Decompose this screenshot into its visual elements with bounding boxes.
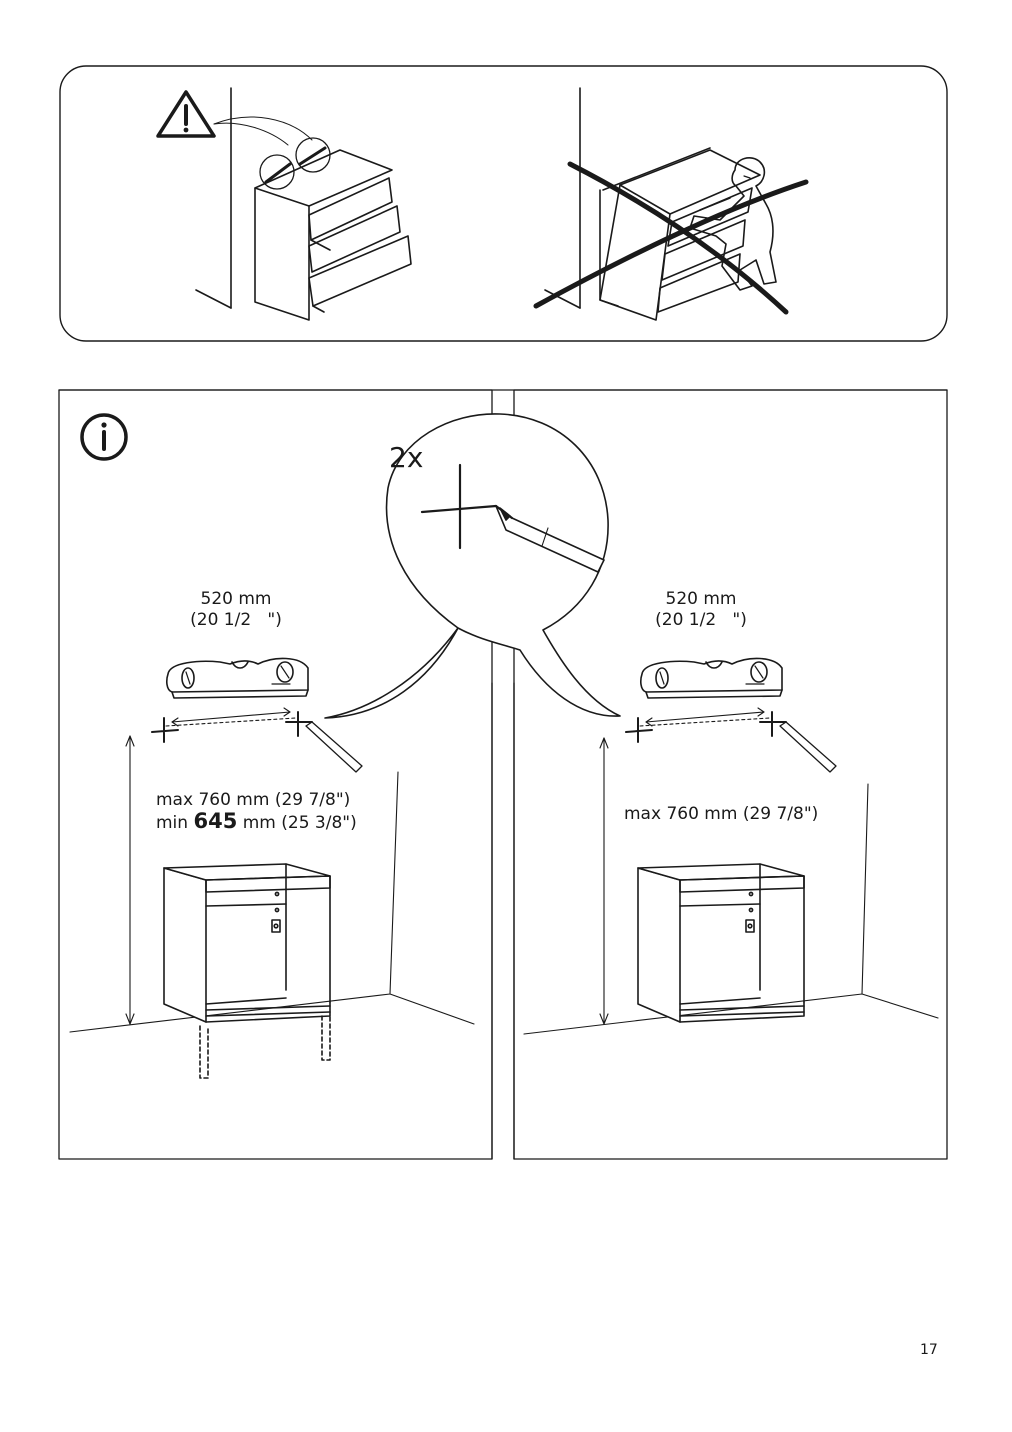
width-mm-right: 520 mm (665, 589, 737, 609)
height-min-prefix: min (156, 813, 194, 833)
dresser-tipping-drawing (533, 87, 809, 321)
sink-cabinet-left (163, 863, 331, 1079)
height-max-right: max 760 mm (29 7/8") (624, 804, 819, 824)
warning-panel-frame (59, 65, 948, 342)
mounting-rail-left (166, 657, 309, 699)
width-label-right: 520 mm (20 1/2 ") (641, 589, 761, 631)
warning-triangle-icon (156, 90, 216, 138)
height-min-left: min 645 mm (25 3/8") (156, 811, 357, 834)
width-mm-left: 520 mm (200, 589, 272, 609)
height-label-right: max 760 mm (29 7/8") (624, 804, 818, 825)
height-min-value: 645 (193, 809, 238, 833)
width-dimension-left (151, 707, 363, 773)
width-in-right: (20 1/2 ") (655, 610, 747, 630)
page-number: 17 (920, 1342, 938, 1358)
mounting-rail-right (640, 657, 783, 699)
zoom-multiplier: 2x (389, 441, 424, 474)
zoom-bubble (324, 413, 621, 719)
width-label-left: 520 mm (20 1/2 ") (176, 589, 296, 631)
dresser-anchored-drawing (195, 87, 412, 321)
width-dimension-right (625, 707, 837, 773)
height-label-left: max 760 mm (29 7/8") min 645 mm (25 3/8"… (156, 790, 357, 834)
info-circle-icon (80, 413, 128, 461)
height-dimension-right (599, 737, 609, 1025)
height-max-left: max 760 mm (29 7/8") (156, 790, 351, 810)
height-min-suffix: mm (25 3/8") (237, 813, 357, 833)
sink-cabinet-right (637, 863, 805, 1023)
height-dimension-left (125, 735, 135, 1025)
width-in-left: (20 1/2 ") (190, 610, 282, 630)
